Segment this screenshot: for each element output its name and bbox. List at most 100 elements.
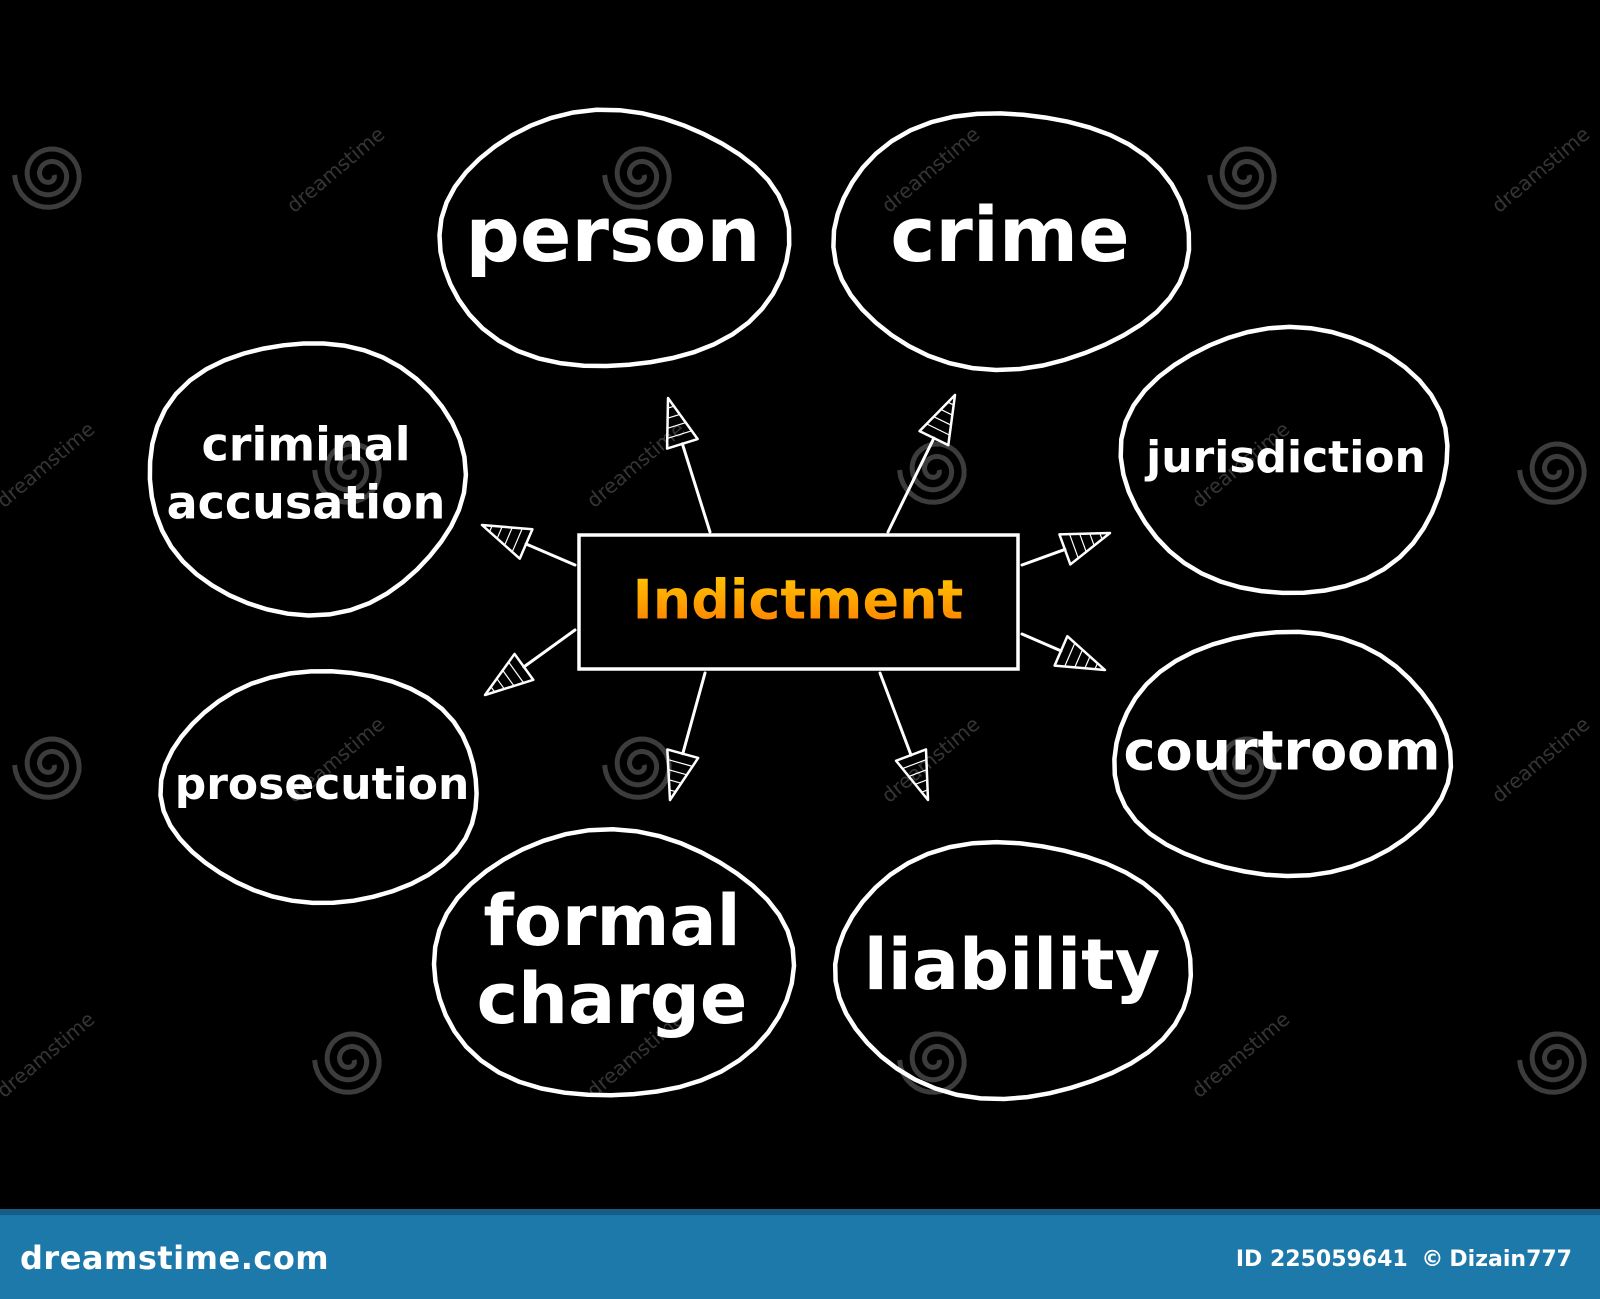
watermark-text: dreamstime <box>0 1007 99 1103</box>
arrow-hatch <box>1099 533 1103 540</box>
arrow-hatch <box>908 769 928 778</box>
watermark-spiral-icon <box>312 441 382 505</box>
arrow-head <box>480 523 534 560</box>
connector-arrow <box>878 671 930 802</box>
footer-brand[interactable]: dreamstime.com <box>20 1239 330 1277</box>
arrow-hatch <box>1064 642 1076 667</box>
arrow-hatch <box>902 758 927 770</box>
watermark-spiral-icon <box>312 1031 382 1095</box>
arrow-hatch <box>490 686 496 693</box>
arrow-head <box>1058 531 1112 566</box>
arrow-hatch <box>1084 656 1091 669</box>
arrow-hatch <box>504 527 513 546</box>
arrow-head <box>483 652 535 697</box>
arrow-hatch <box>1094 663 1099 670</box>
arrow-shaft <box>681 671 707 756</box>
arrow-hatch <box>669 789 676 793</box>
arrow-hatch <box>489 525 493 532</box>
node-ellipse <box>431 826 797 1098</box>
connector-arrow <box>480 523 577 567</box>
arrow-shaft <box>1020 632 1063 653</box>
arrow-hatch <box>667 430 692 440</box>
watermark-spiral-icon <box>602 146 672 210</box>
watermark-spiral-icon <box>1517 441 1587 505</box>
mind-map-canvas: dreamstime dreamstime dreamstime dreamstime… <box>0 107 1594 1103</box>
node-person: person <box>437 107 792 369</box>
arrow-hatch <box>1068 533 1079 559</box>
node-ellipse <box>1112 629 1454 879</box>
node-jurisdiction: jurisdiction <box>1118 324 1450 596</box>
arrow-hatch <box>915 779 928 785</box>
copyright-symbol: © <box>1421 1247 1444 1272</box>
node-label: accusation <box>167 476 446 530</box>
watermark-spiral-icon <box>1207 146 1277 210</box>
center-label: Indictment <box>633 569 964 632</box>
node-label: crime <box>890 190 1129 279</box>
watermark-spiral-icon <box>897 1031 967 1095</box>
connector-arrow <box>886 393 957 534</box>
arrow-hatch <box>1074 649 1083 668</box>
connector-arrows <box>480 393 1112 802</box>
node-ellipse <box>158 669 479 906</box>
arrow-hatch <box>668 769 688 776</box>
footer-credits: ID 225059641 ©Dizain777 <box>1230 1247 1572 1272</box>
arrow-shaft <box>878 671 913 757</box>
arrow-head <box>665 396 699 450</box>
node-ellipse <box>832 839 1194 1102</box>
connector-arrow <box>666 671 707 802</box>
connector-arrow <box>1020 531 1112 567</box>
node-label: formal <box>483 880 740 962</box>
image-id: ID 225059641 <box>1235 1247 1408 1272</box>
node-label: jurisdiction <box>1144 432 1426 483</box>
node-label: courtroom <box>1123 720 1440 783</box>
connector-arrow <box>483 628 577 697</box>
arrow-hatch <box>667 422 686 429</box>
node-label: criminal <box>202 418 411 472</box>
watermark-spiral-icon <box>1207 736 1277 800</box>
arrow-hatch <box>926 423 950 436</box>
node-ellipse <box>147 341 469 618</box>
arrow-hatch <box>667 759 693 767</box>
watermark-spiral-icon <box>602 736 672 800</box>
arrow-hatch <box>1079 533 1087 553</box>
node-label: person <box>466 190 761 279</box>
node-prosecution: prosecution <box>158 669 479 906</box>
author-name: Dizain777 <box>1449 1247 1572 1272</box>
connector-arrow <box>1020 632 1107 672</box>
arrow-shaft <box>524 542 577 567</box>
arrow-head <box>1053 634 1107 672</box>
arrow-hatch <box>511 528 523 553</box>
watermark-spiral-icon <box>12 736 82 800</box>
node-ellipse <box>1118 324 1450 596</box>
arrow-head <box>666 748 700 802</box>
node-label: prosecution <box>175 759 470 810</box>
connector-arrow <box>665 396 712 534</box>
node-label: liability <box>864 924 1160 1006</box>
arrow-hatch <box>667 413 681 419</box>
watermark-text: dreamstime <box>1187 1007 1294 1103</box>
node-crime: crime <box>831 111 1192 373</box>
center-node: Indictment <box>577 533 1020 671</box>
arrow-shaft <box>522 628 577 669</box>
arrow-hatch <box>496 678 505 690</box>
watermark-text: dreamstime <box>1487 122 1594 218</box>
watermark-spiral-icon <box>897 441 967 505</box>
arrow-hatch <box>496 526 503 539</box>
arrow-hatch <box>947 401 954 406</box>
node-liability: liability <box>832 839 1194 1102</box>
watermark-spiral-icon <box>1517 1031 1587 1095</box>
watermark-text: dreamstime <box>877 712 984 808</box>
watermark-text: dreamstime <box>582 417 689 513</box>
node-ellipse <box>831 111 1192 373</box>
arrow-hatch <box>1089 533 1095 546</box>
arrow-hatch <box>668 779 682 784</box>
arrow-hatch <box>933 416 952 426</box>
arrow-hatch <box>502 670 515 687</box>
arrow-hatch <box>508 661 525 684</box>
arrow-head <box>894 748 930 802</box>
arrow-hatch <box>940 408 953 416</box>
arrow-hatch <box>921 789 928 793</box>
arrow-head <box>918 393 957 447</box>
